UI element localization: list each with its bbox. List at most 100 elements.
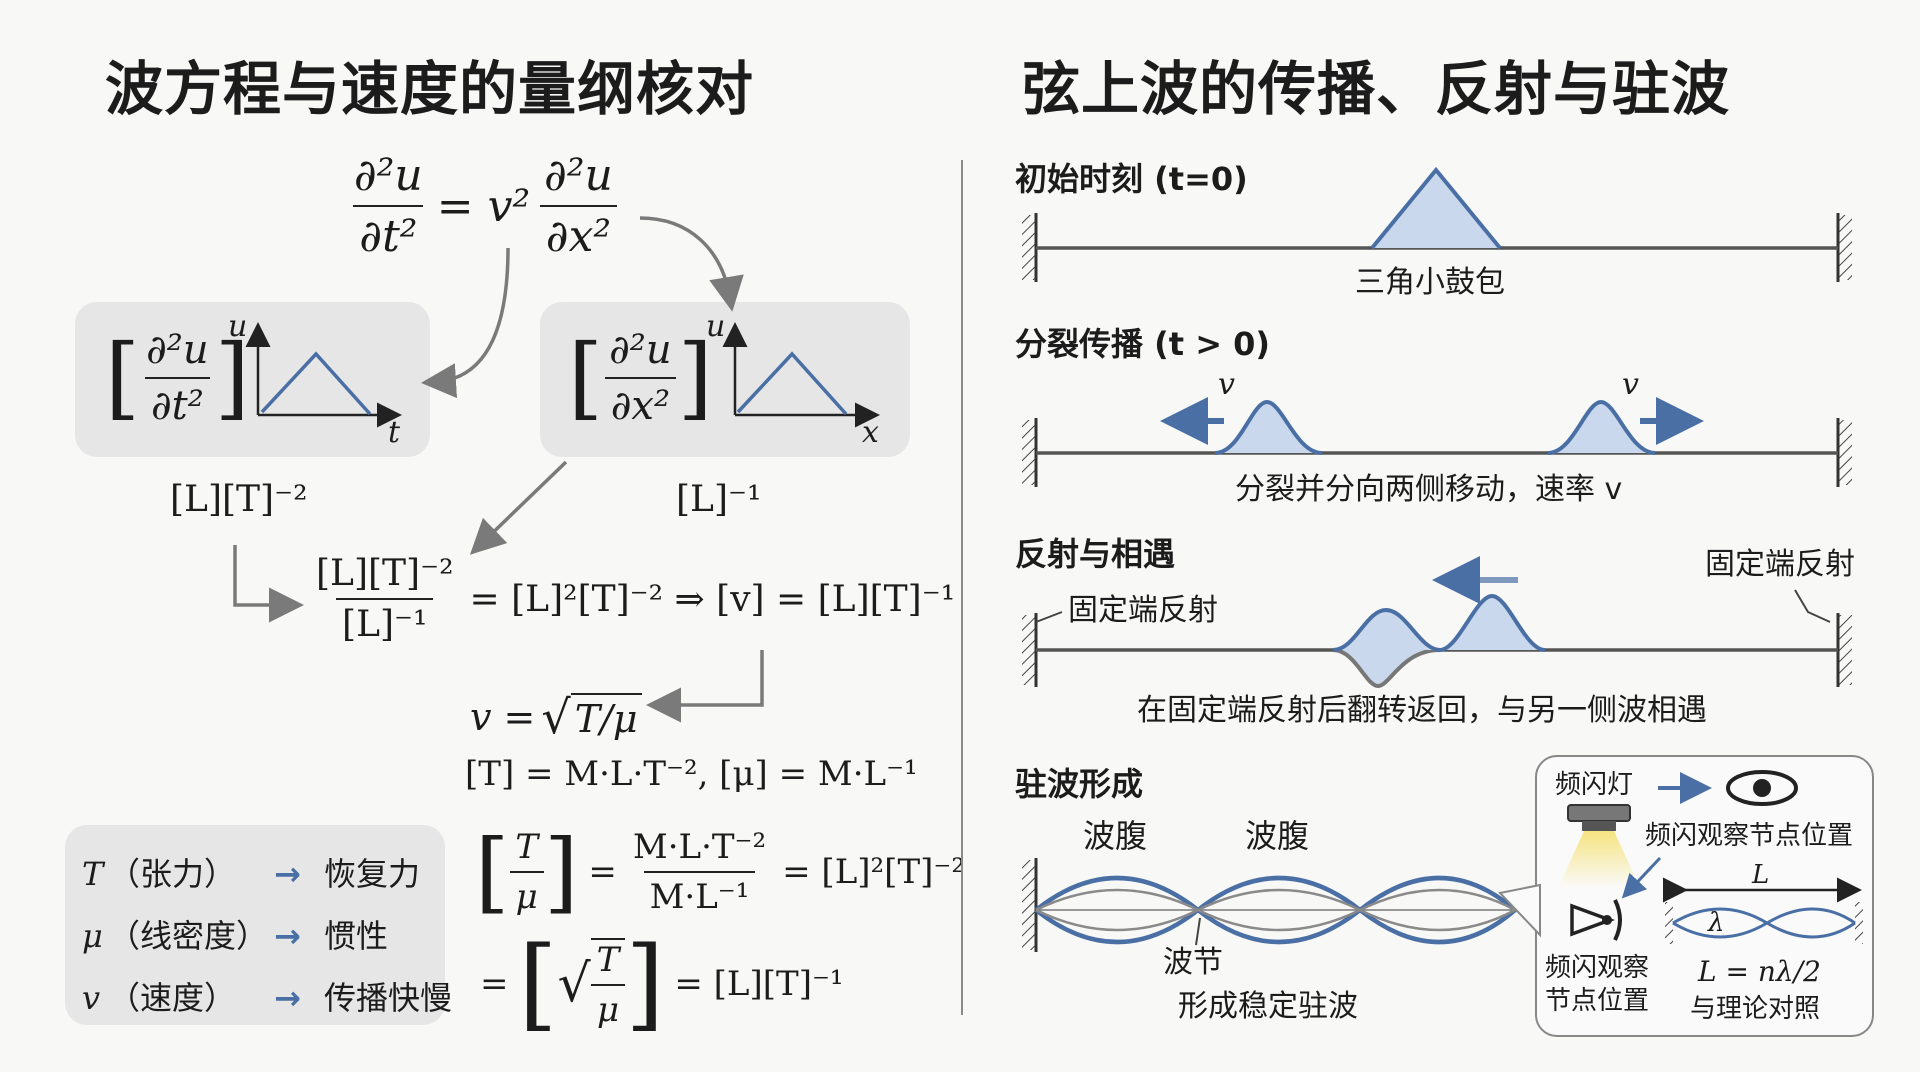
fixed-end-label-right: 固定端反射: [1705, 547, 1855, 582]
legend-box: [65, 825, 445, 1025]
section-standing-caption: 形成稳定驻波: [1178, 989, 1358, 1024]
panel-t-axis-u: u: [228, 309, 248, 344]
ratio-numerator: [L][T]⁻²: [316, 553, 454, 594]
legend-item-velocity: v （速度） → 传播快慢: [82, 967, 452, 1029]
reflected-pulse-upper-fill: [1333, 610, 1440, 650]
pulse-left: [1214, 399, 1323, 455]
wavelength-label: λ: [1708, 908, 1725, 938]
check1-numerator: M·L·T⁻²: [632, 826, 767, 867]
leader-left: [1035, 611, 1063, 623]
mini-wall-left: [1665, 902, 1673, 944]
pulse-initial-fill: [1372, 170, 1500, 248]
rhs-numerator: ∂²u: [544, 150, 613, 201]
check1-bracket-den: μ: [509, 870, 544, 917]
pulse-right: [1547, 399, 1656, 455]
mini-wall-right: [1855, 902, 1863, 944]
reflected-pulse-lower-fill: [1333, 650, 1440, 686]
reflected-pulse-upper: [1332, 607, 1441, 652]
wall-right-1: [1838, 215, 1852, 280]
eye-icon: [1726, 770, 1798, 806]
panel-x-axis-u: u: [706, 309, 726, 344]
wall-left-2: [1022, 420, 1036, 485]
check1-result: = [L]²[T]⁻²: [782, 851, 965, 892]
reflected-pulse-lower: [1332, 648, 1441, 689]
section-initial-caption: 三角小鼓包: [1355, 265, 1505, 300]
panel-x-numerator: ∂²u: [609, 326, 672, 373]
eye-observe-label-2: 节点位置: [1545, 986, 1650, 1016]
strobe-observe-label: 频闪观察节点位置: [1645, 821, 1854, 851]
standing-wave: [1034, 875, 1517, 945]
wall-left-3: [1022, 615, 1036, 685]
pulse-initial: [1370, 166, 1502, 250]
wall-right-2: [1838, 420, 1852, 485]
leader-right: [1794, 589, 1831, 623]
strobe-lamp-icon: [1558, 804, 1640, 888]
arrow-down-left-icon: [1621, 856, 1662, 899]
wave-equation: ∂²u∂t² = v² ∂²u∂x²: [348, 150, 619, 262]
section-split-heading: 分裂传播 (t > 0): [1015, 325, 1271, 363]
check1-denominator: M·L⁻¹: [643, 870, 756, 917]
ratio-denominator: [L]⁻¹: [336, 598, 434, 645]
bracket-d2u-dx2: [ ∂²u∂x² ]: [568, 325, 713, 430]
section-standing-heading: 驻波形成: [1015, 765, 1144, 803]
legend-list: T （张力） → 恢复力 μ （线密度） → 惯性 v （速度） → 传播快慢: [82, 843, 452, 1029]
compare-label: 与理论对照: [1690, 994, 1821, 1024]
left-title: 波方程与速度的量纲核对: [105, 55, 755, 123]
panel-t-denominator: ∂t²: [144, 376, 210, 429]
arrow-right-icon: →: [274, 855, 301, 893]
velocity-radicand: T/μ: [570, 693, 642, 741]
section-reflect-heading: 反射与相遇: [1015, 535, 1176, 573]
node-leader: [1195, 917, 1201, 946]
lhs-denominator: ∂t²: [353, 205, 424, 262]
eye-observe-label-1: 频闪观察: [1545, 953, 1650, 983]
bracket-d2u-dt2: [ ∂²u∂t² ]: [105, 325, 250, 430]
flow-arrow-to-panel-t: [421, 247, 510, 399]
velocity-label-left: v: [1218, 367, 1235, 402]
ratio-equation: [L][T]⁻²[L]⁻¹ = [L]²[T]⁻² ⇒ [v] = [L][T]…: [310, 553, 955, 645]
check1-equals: =: [588, 851, 617, 892]
mini-standing-wave: [1672, 907, 1856, 939]
dimensions-line: [T] = M·L·T⁻², [μ] = M·L⁻¹: [465, 754, 918, 794]
flow-arrow-to-panel-x: [639, 216, 744, 312]
check2-equals: =: [480, 963, 509, 1004]
length-formula: L = nλ/2: [1698, 955, 1821, 988]
velocity-lhs: v =: [470, 695, 536, 739]
check2-numerator: T: [596, 939, 620, 980]
fixed-end-label-left: 固定端反射: [1068, 593, 1218, 628]
panel-x-triangle: [736, 351, 848, 416]
velocity-formula: v = √ T/μ: [470, 690, 642, 744]
legend-item-tension: T （张力） → 恢复力: [82, 843, 452, 905]
pulse-right-fill: [1548, 402, 1655, 453]
equals-v2: = v²: [436, 180, 531, 232]
wall-right-3: [1838, 615, 1852, 685]
dim-time-derivative: [L][T]⁻²: [170, 479, 308, 520]
node-label: 波节: [1163, 945, 1223, 980]
section-initial-heading: 初始时刻 (t=0): [1015, 160, 1248, 198]
flow-arrow-to-ratio: [469, 460, 568, 555]
velocity-label-right: v: [1622, 367, 1639, 402]
arrow-right-icon: →: [274, 979, 301, 1017]
check2-result: = [L][T]⁻¹: [674, 963, 844, 1004]
dim-space-derivative: [L]⁻¹: [676, 479, 762, 520]
incoming-pulse-fill: [1440, 596, 1545, 650]
panel-t-numerator: ∂²u: [146, 326, 209, 373]
inset-pointer: [1498, 883, 1541, 938]
legend-item-density: μ （线密度） → 惯性: [82, 905, 452, 967]
incoming-pulse: [1439, 593, 1546, 652]
lhs-numerator: ∂²u: [354, 150, 423, 201]
panel-x-denominator: ∂x²: [604, 376, 676, 429]
ratio-result: = [L]²[T]⁻² ⇒ [v] = [L][T]⁻¹: [469, 578, 956, 620]
observer-eye-icon: [1570, 899, 1622, 941]
flow-arrow-to-velocity: [646, 650, 764, 723]
right-title: 弦上波的传播、反射与驻波: [1022, 55, 1731, 123]
wall-left-4: [1022, 860, 1036, 950]
pulse-left-fill: [1215, 402, 1322, 453]
rhs-denominator: ∂x²: [539, 205, 618, 262]
wall-left-1: [1022, 215, 1036, 280]
flow-arrow-dim-t: [233, 545, 304, 623]
antinode-label-1: 波腹: [1083, 817, 1148, 855]
antinode-label-2: 波腹: [1245, 817, 1310, 855]
arrow-right-icon: →: [274, 917, 301, 955]
